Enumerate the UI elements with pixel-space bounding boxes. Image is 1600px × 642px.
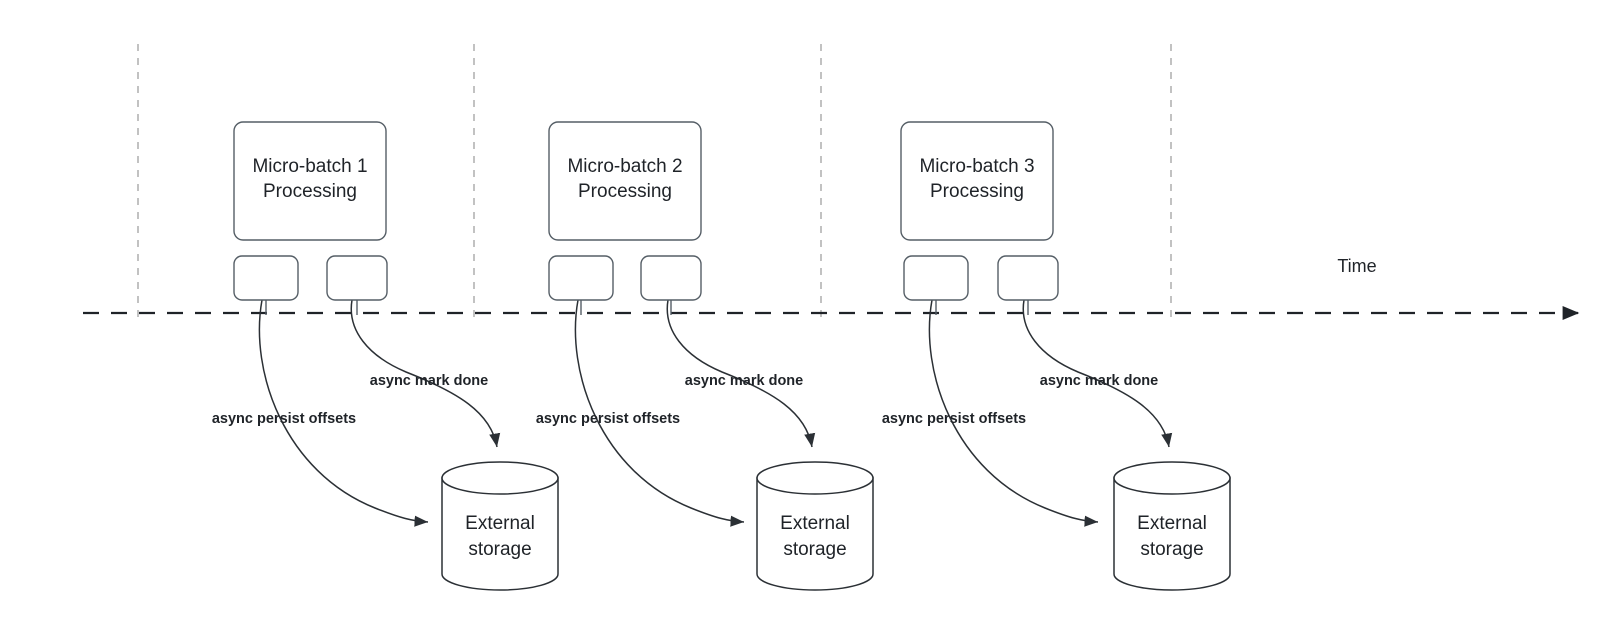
external-storage-cylinder: External storage <box>756 461 874 591</box>
cylinder-top-ellipse <box>441 461 559 495</box>
micro-batch-label-line1: Micro-batch 2 <box>567 156 682 177</box>
external-storage-cylinder: External storage <box>1113 461 1231 591</box>
cylinder-body <box>756 477 874 591</box>
storage-label-line2: storage <box>783 539 846 560</box>
micro-batch-label-line2: Processing <box>263 181 357 202</box>
micro-batch-label-line2: Processing <box>930 181 1024 202</box>
micro-batch-box-rect[interactable] <box>900 121 1054 241</box>
async-persist-offsets-edge-label: async persist offsets <box>212 411 356 427</box>
persist-offsets-task[interactable] <box>903 255 969 301</box>
cylinder-body <box>441 477 559 591</box>
micro-batch-box[interactable]: Micro-batch 2 Processing <box>548 121 702 241</box>
micro-batch-label-line1: Micro-batch 3 <box>919 156 1034 177</box>
group-1: External storage Micro-batch 1 Processing as… <box>212 121 559 591</box>
async-mark-done-edge-label: async mark done <box>370 373 488 389</box>
storage-label-line1: External <box>465 513 535 534</box>
cylinder-top-ellipse <box>1113 461 1231 495</box>
async-mark-done-edge <box>1022 299 1173 448</box>
group-3: External storage Micro-batch 3 Processing as… <box>882 121 1231 591</box>
micro-batch-box[interactable]: Micro-batch 3 Processing <box>900 121 1054 241</box>
async-persist-offsets-edge-label: async persist offsets <box>882 411 1026 427</box>
time-axis-label: Time <box>1337 256 1376 276</box>
async-mark-done-edge-label: async mark done <box>685 373 803 389</box>
async-persist-offsets-edge <box>258 299 429 527</box>
cylinder-top-ellipse <box>756 461 874 495</box>
micro-batch-box-rect[interactable] <box>233 121 387 241</box>
mark-done-task[interactable] <box>640 255 702 301</box>
async-persist-offsets-edge <box>574 299 745 527</box>
storage-label-line2: storage <box>468 539 531 560</box>
micro-batch-box-rect[interactable] <box>548 121 702 241</box>
async-mark-done-edge <box>350 299 501 448</box>
external-storage-cylinder: External storage <box>441 461 559 591</box>
persist-offsets-task[interactable] <box>233 255 299 301</box>
storage-label-line1: External <box>1137 513 1207 534</box>
async-mark-done-edge-label: async mark done <box>1040 373 1158 389</box>
micro-batch-groups-layer: External storage Micro-batch 1 Processing as… <box>212 121 1231 591</box>
group-2: External storage Micro-batch 2 Processing as… <box>536 121 874 591</box>
storage-label-line2: storage <box>1140 539 1203 560</box>
cylinder-body <box>1113 477 1231 591</box>
async-persist-offsets-edge <box>928 299 1099 527</box>
micro-batch-label-line1: Micro-batch 1 <box>252 156 367 177</box>
micro-batch-label-line2: Processing <box>578 181 672 202</box>
micro-batch-box[interactable]: Micro-batch 1 Processing <box>233 121 387 241</box>
persist-offsets-task[interactable] <box>548 255 614 301</box>
storage-label-line1: External <box>780 513 850 534</box>
async-mark-done-edge <box>666 299 816 448</box>
boundary-tick-layer <box>137 44 1172 322</box>
mark-done-task[interactable] <box>326 255 388 301</box>
time-axis-layer: Time <box>83 256 1580 321</box>
mark-done-task[interactable] <box>997 255 1059 301</box>
async-persist-offsets-edge-label: async persist offsets <box>536 411 680 427</box>
